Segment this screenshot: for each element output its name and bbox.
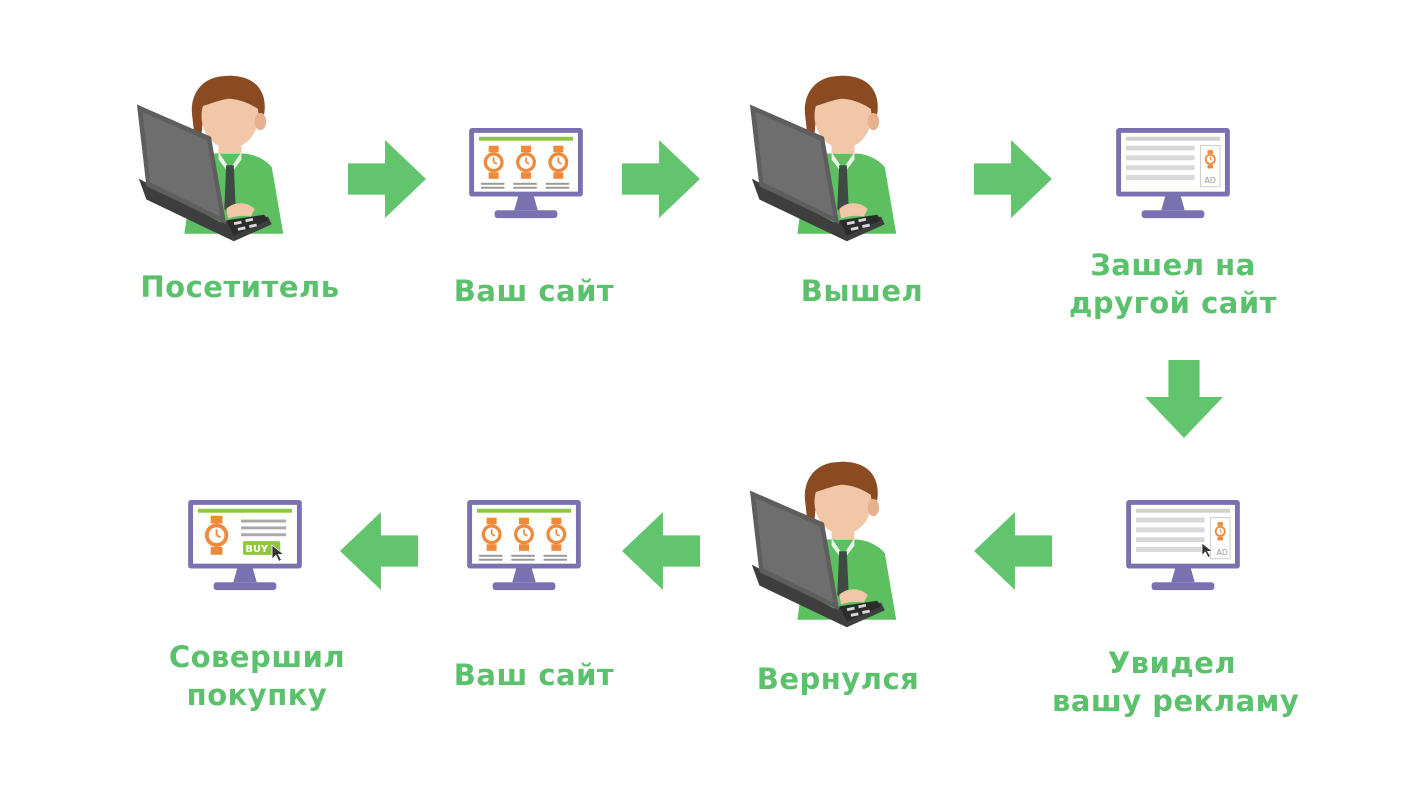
arrow-icon [622,512,700,594]
step-saw-ad-label-line1: Увидел [1107,646,1237,680]
arrow-icon [974,140,1052,222]
arrow-icon [622,140,700,222]
arrow-icon [1145,360,1223,442]
step-other-site-label-line1: Зашел на [1090,248,1256,282]
step-saw-ad: AD [1123,498,1243,596]
person-with-laptop-icon [748,52,938,252]
step-returned-label: Вернулся [756,662,920,696]
step-your-site-1-label: Ваш сайт [453,274,615,308]
step-left-label: Вышел [800,274,924,308]
step-visitor [135,52,325,252]
step-other-site: AD [1113,126,1233,224]
step-other-site-label-line2: другой сайт [1069,286,1277,320]
step-your-site-2-label: Ваш сайт [453,658,615,692]
website-monitor-icon [467,499,581,591]
ad-monitor-icon: AD [1116,127,1230,219]
step-returned [748,438,938,638]
arrow-icon [340,512,418,594]
step-your-site-1 [466,126,586,224]
step-saw-ad-label: Увидел вашу рекламу [1052,644,1300,720]
arrow-icon [348,140,426,222]
buy-badge: BUY [245,544,268,555]
person-with-laptop-icon [748,438,938,638]
person-with-laptop-icon [135,52,325,252]
step-purchased-label: Совершил покупку [137,638,377,714]
step-visitor-label: Посетитель [140,270,340,304]
ad-monitor-icon: AD [1126,499,1240,591]
step-other-site-label: Зашел на другой сайт [1053,246,1293,322]
buy-monitor-icon: BUY [188,499,302,591]
website-monitor-icon [469,127,583,219]
step-your-site-2 [464,498,584,596]
step-purchased-label-line2: покупку [186,678,328,712]
ad-badge: AD [1217,548,1228,557]
step-purchased: BUY [185,498,305,596]
ad-badge: AD [1205,176,1216,185]
step-left [748,52,938,252]
step-saw-ad-label-line2: вашу рекламу [1052,684,1300,718]
arrow-icon [974,512,1052,594]
step-purchased-label-line1: Совершил [168,640,346,674]
